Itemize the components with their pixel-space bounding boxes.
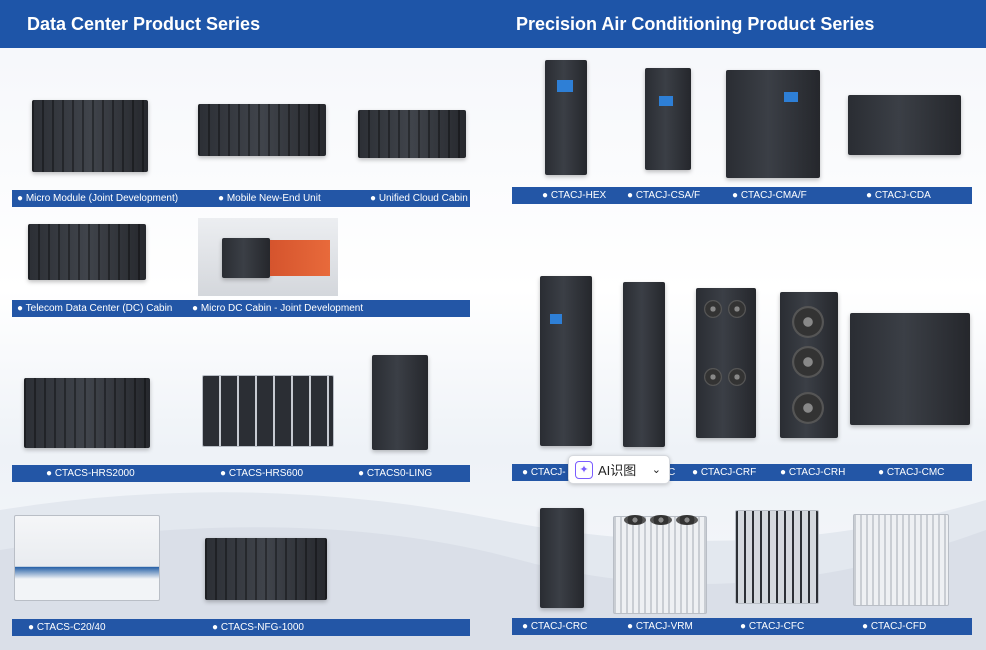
caption-micro-module: ● Micro Module (Joint Development)	[17, 193, 179, 204]
caption-bar-left-row4: ● CTACS-C20/40 ● CTACS-NFG-1000	[12, 619, 470, 636]
caption-ctacs-hrs600: ● CTACS-HRS600	[220, 468, 304, 479]
caption-ctacj-cfc: ● CTACJ-CFC	[740, 621, 805, 632]
caption-bar-left-row1: ● Micro Module (Joint Development) ● Mob…	[12, 190, 470, 207]
product-image-unified-cloud-cabin	[358, 110, 466, 158]
caption-ctacj-crf: ● CTACJ-CRF	[692, 467, 757, 478]
caption-ctacs-c20-40: ● CTACS-C20/40	[28, 622, 106, 633]
caption-mobile-new-end-unit: ● Mobile New-End Unit	[218, 193, 321, 204]
caption-micro-dc-cabin: ● Micro DC Cabin - Joint Development	[192, 303, 364, 314]
chevron-down-icon[interactable]: ⌄	[651, 464, 661, 476]
product-image-micro-module	[32, 100, 148, 172]
caption-unified-cloud-cabin: ● Unified Cloud Cabin	[370, 193, 468, 204]
caption-ctacs0-ling: ● CTACS0-LING	[358, 468, 433, 479]
product-image-ctacj-cda	[848, 95, 961, 155]
product-image-ctacj-crc	[540, 508, 584, 608]
caption-ctacs-nfg-1000: ● CTACS-NFG-1000	[212, 622, 304, 633]
caption-ctacs-hrs2000: ● CTACS-HRS2000	[46, 468, 135, 479]
caption-bar-right-row1: ● CTACJ-HEX ● CTACJ-CSA/F ● CTACJ-CMA/F …	[512, 187, 972, 204]
product-image-ctacj-row2-2	[623, 282, 665, 447]
product-image-ctacj-cma-f	[726, 70, 820, 178]
ai-image-recognition-button[interactable]: ✦ AI识图 ⌄	[568, 455, 670, 484]
caption-ctacj-vrm: ● CTACJ-VRM	[627, 621, 693, 632]
caption-ctacj-crh: ● CTACJ-CRH	[780, 467, 846, 478]
product-image-ctacj-crf	[696, 288, 756, 438]
caption-ctacj-cfd: ● CTACJ-CFD	[862, 621, 927, 632]
product-image-ctacs-c20-40	[14, 515, 160, 601]
left-section-title: Data Center Product Series	[0, 0, 493, 48]
product-image-ctacs-hrs600	[202, 375, 334, 447]
product-image-ctacj-cfc	[735, 510, 819, 604]
product-image-micro-dc-cabin	[198, 218, 338, 296]
product-image-ctacs0-ling	[372, 355, 428, 450]
product-image-ctacj-crh	[780, 292, 838, 438]
caption-bar-left-row3: ● CTACS-HRS2000 ● CTACS-HRS600 ● CTACS0-…	[12, 465, 470, 482]
caption-telecom-dc-cabin: ● Telecom Data Center (DC) Cabin	[17, 303, 173, 314]
product-image-mobile-new-end-unit	[198, 104, 326, 156]
product-image-ctacj-cfd	[853, 514, 949, 606]
ai-image-recognition-label: AI识图	[598, 463, 637, 478]
product-image-ctacj-csa-f	[645, 68, 691, 170]
product-image-telecom-dc-cabin	[28, 224, 146, 280]
caption-bar-right-row3: ● CTACJ-CRC ● CTACJ-VRM ● CTACJ-CFC ● CT…	[512, 618, 972, 635]
product-image-ctacj-vrm	[613, 515, 707, 614]
caption-ctacj-row2-2: C	[668, 467, 676, 478]
product-image-ctacs-nfg-1000	[205, 538, 327, 600]
product-image-ctacs-hrs2000	[24, 378, 150, 448]
caption-ctacj-row2-1: ● CTACJ-	[522, 467, 566, 478]
caption-ctacj-hex: ● CTACJ-HEX	[542, 190, 607, 201]
caption-ctacj-cmc: ● CTACJ-CMC	[878, 467, 945, 478]
product-image-ctacj-row2-1	[540, 276, 592, 446]
right-section-title: Precision Air Conditioning Product Serie…	[493, 0, 986, 48]
caption-bar-left-row2: ● Telecom Data Center (DC) Cabin ● Micro…	[12, 300, 470, 317]
sparkle-icon: ✦	[575, 460, 593, 479]
product-image-ctacj-cmc	[850, 313, 970, 425]
caption-ctacj-csa-f: ● CTACJ-CSA/F	[627, 190, 701, 201]
caption-ctacj-cda: ● CTACJ-CDA	[866, 190, 931, 201]
caption-ctacj-cma-f: ● CTACJ-CMA/F	[732, 190, 807, 201]
caption-ctacj-crc: ● CTACJ-CRC	[522, 621, 588, 632]
product-image-ctacj-hex	[545, 60, 587, 175]
